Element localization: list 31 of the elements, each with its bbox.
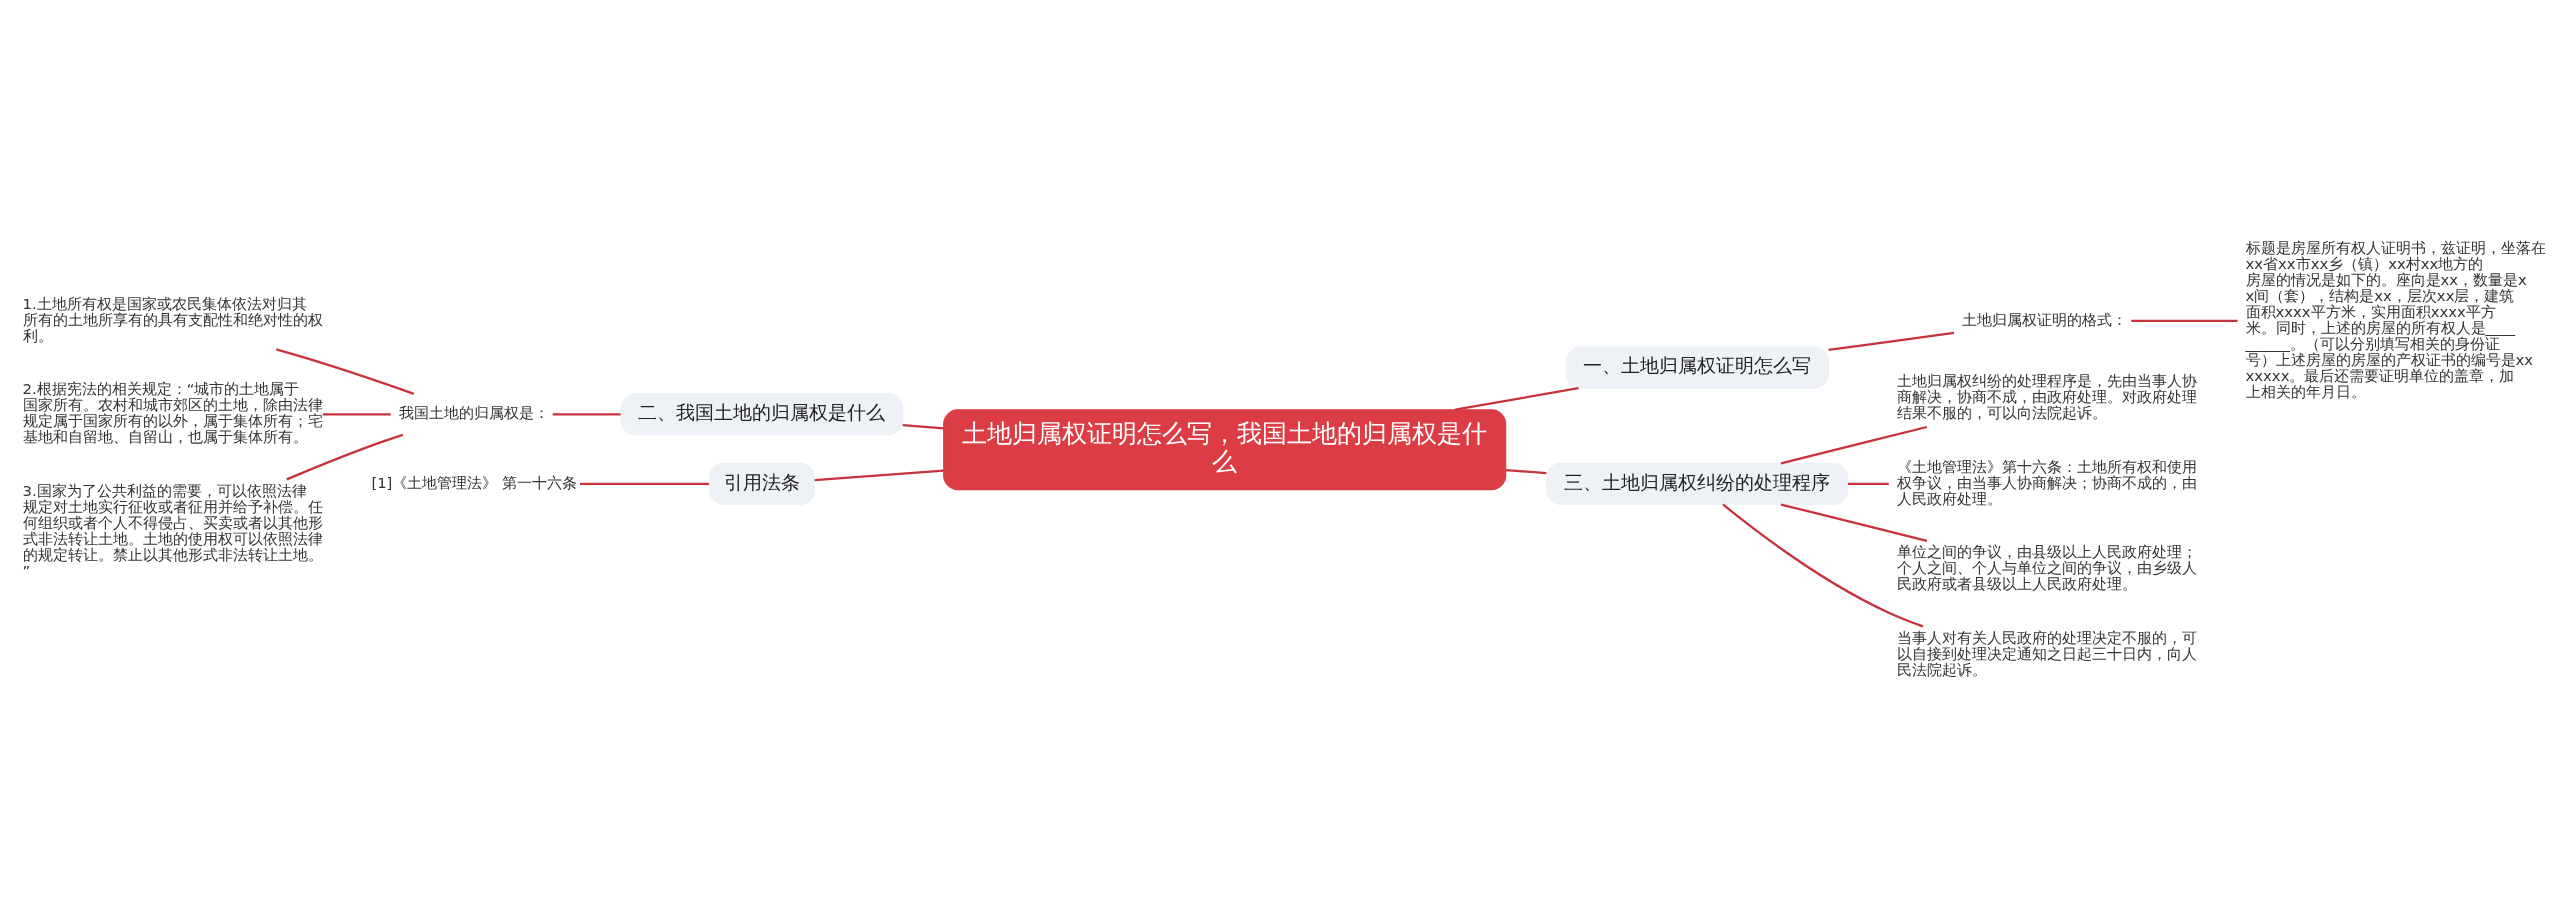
node-text: 3.国家为了公共利益的需要，可以依照法律规定对土地实行征收或者征用并给予补偿。任何组织或者个人不得侵占、买卖或者以其他形式非法转让土地。土地的使用权可以依照法律的规定转让。禁止以其他形式非法转让土地。” <box>22 481 323 579</box>
connector <box>1847 482 1889 486</box>
node-box: 三、土地归属权纠纷的处理程序 <box>1546 462 1849 506</box>
node-text: 土地归属权证明的格式： <box>1962 310 2128 328</box>
node-text: 2.根据宪法的相关规定：“城市的土地属于国家所有。农村和城市郊区的土地，除由法律规定属于国家所有的以外，属于集体所有；宅基地和自留地、自留山，也属于集体所有。 <box>22 380 323 446</box>
node-text: [1]《土地管理法》 第一十六条 <box>371 473 578 491</box>
connector <box>552 413 621 416</box>
connector <box>814 469 944 482</box>
connector <box>1780 425 1928 465</box>
connector <box>276 348 415 395</box>
node-text: 土地归属权纠纷的处理程序是，先由当事人协商解决，协商不成，由政府处理。对政府处理结果不服的，可以向法院起诉。 <box>1896 372 2197 422</box>
node-text: 1.土地所有权是国家或农民集体依法对归其所有的土地所享有的具有支配性和绝对性的权利。 <box>22 294 323 344</box>
connector <box>322 413 391 416</box>
connector <box>1780 503 1928 542</box>
connector <box>1454 387 1579 411</box>
connector <box>1828 331 1955 352</box>
connector <box>580 482 710 486</box>
node-box: 一、土地归属权证明怎么写 <box>1565 346 1829 389</box>
connector <box>1722 503 1924 628</box>
node-text: 我国土地的归属权是： <box>398 404 549 422</box>
connector <box>1505 468 1547 475</box>
connector <box>2131 319 2238 323</box>
node-box: 二、我国土地的归属权是什么 <box>620 393 904 436</box>
node-text: 当事人对有关人民政府的处理决定不服的，可以自接到处理决定通知之日起三十日内，向人民法院起诉。 <box>1896 628 2197 678</box>
connector <box>902 424 944 430</box>
node-box: 引用法条 <box>708 462 815 506</box>
node-text: 单位之间的争议，由县级以上人民政府处理；个人之间、个人与单位之间的争议，由乡级人民政府或者县级以上人民政府处理。 <box>1896 543 2197 593</box>
node-text: 《土地管理法》第十六条：土地所有权和使用权争议，由当事人协商解决；协商不成的，由人民政府处理。 <box>1896 457 2197 507</box>
node-text: 标题是房屋所有权人证明书，兹证明，坐落在xx省xx市xx乡（镇）xx村xx地方的房屋的情况是如下的。座向是xx，数量是xx间（套），结构是xx，层次xx层，建筑面积xxxx平方米，实用面积xxxx平方米。同时，上述的房屋的所有权人是__________。（可以分别填写相关的身份证号）上述房屋的房屋的产权证书的编号是xxxxxxx。最后还需要证明单位的盖章，加上相关的年月日。 <box>2245 238 2546 400</box>
node-box: 土地归属权证明怎么写，我国土地的归属权是什么 <box>943 409 1507 491</box>
connector <box>286 433 404 481</box>
